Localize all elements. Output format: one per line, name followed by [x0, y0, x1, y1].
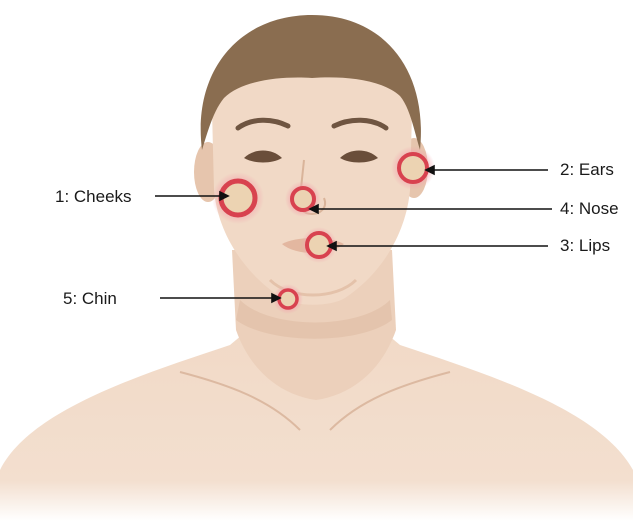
label-cheeks: 1: Cheeks [55, 188, 132, 205]
arrow-ears [426, 166, 548, 174]
label-lips: 3: Lips [560, 237, 610, 254]
label-chin: 5: Chin [63, 290, 117, 307]
label-ears: 2: Ears [560, 161, 614, 178]
label-nose: 4: Nose [560, 200, 619, 217]
